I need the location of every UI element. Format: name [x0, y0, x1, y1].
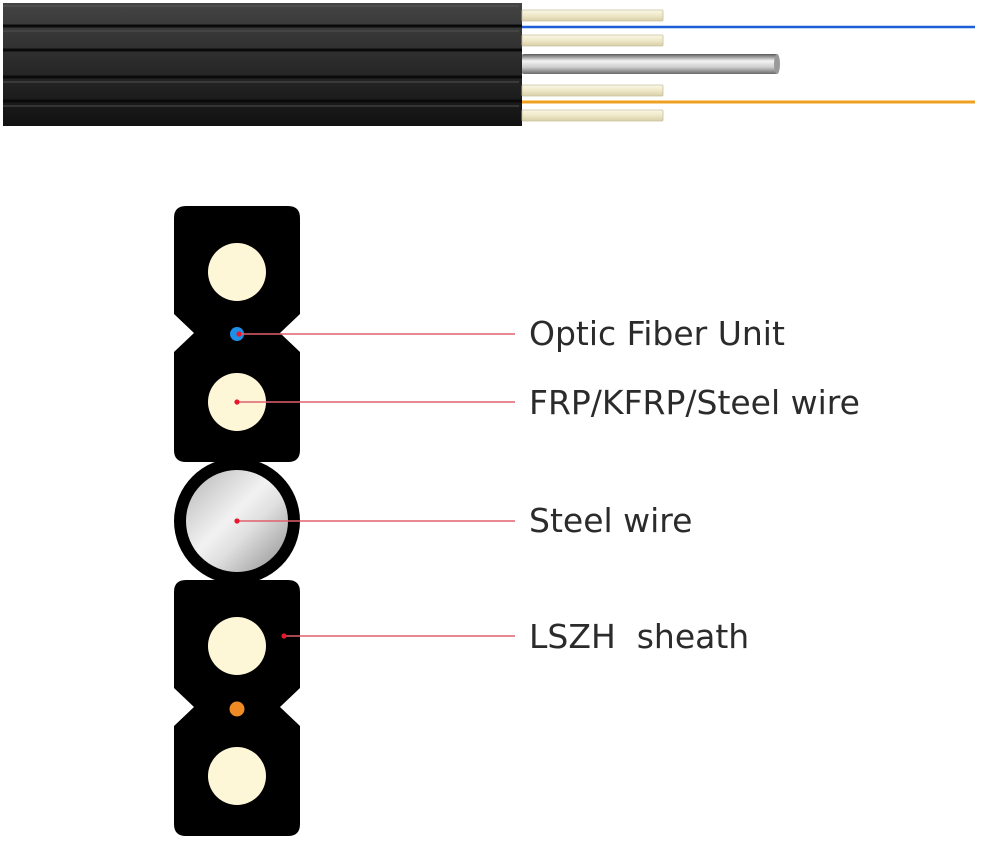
cable-side-view [3, 3, 975, 126]
strength-member-circle [208, 243, 266, 301]
strength-rod [521, 9, 664, 22]
strength-rod [521, 109, 664, 122]
label-lszh-sheath: LSZH sheath [529, 617, 749, 656]
strength-member-circle [208, 747, 266, 805]
strength-rod [521, 84, 664, 97]
steel-messenger-wire [522, 54, 778, 74]
orange-fiber-unit [229, 701, 245, 717]
label-optic-fiber-unit: Optic Fiber Unit [529, 314, 785, 353]
callout-frp-wire: FRP/KFRP/Steel wire [234, 383, 860, 422]
callout-lszh-sheath: LSZH sheath [281, 617, 749, 656]
label-frp-wire: FRP/KFRP/Steel wire [529, 383, 860, 422]
callout-optic-fiber-unit: Optic Fiber Unit [236, 314, 785, 353]
callouts: Optic Fiber Unit FRP/KFRP/Steel wire Ste… [234, 314, 860, 656]
label-steel-wire: Steel wire [529, 501, 692, 540]
strength-member-circle [208, 617, 266, 675]
callout-steel-wire: Steel wire [234, 501, 692, 540]
cable-body [3, 3, 522, 126]
strength-rod [521, 34, 664, 47]
